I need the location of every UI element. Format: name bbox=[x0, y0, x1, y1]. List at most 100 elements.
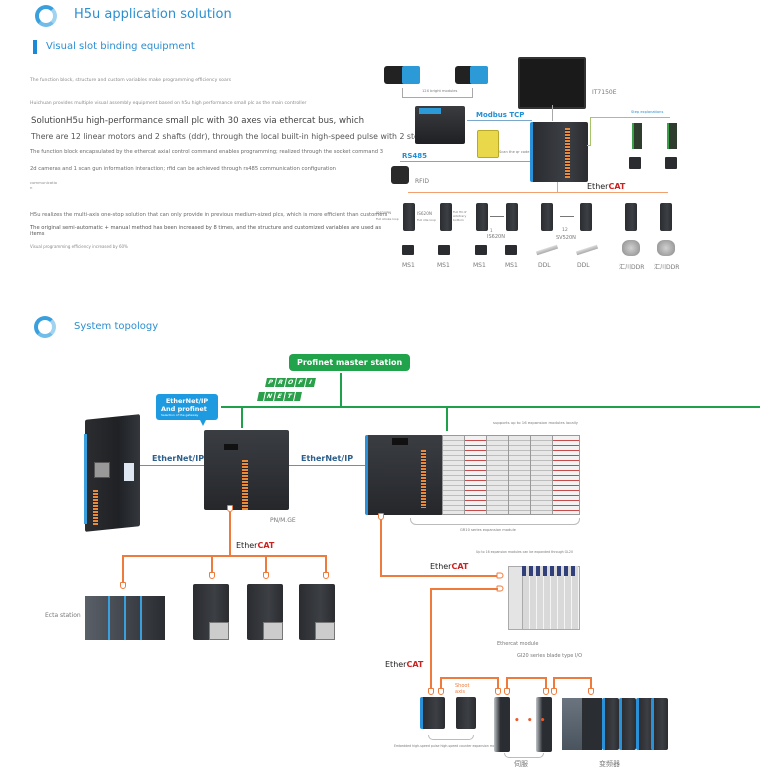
group-a-dash bbox=[490, 216, 504, 217]
step-motor-2 bbox=[665, 157, 677, 169]
ethercat-logo-4: EtherCAT bbox=[385, 660, 423, 669]
controller-ports bbox=[94, 462, 110, 478]
camera-bracket-left bbox=[402, 88, 403, 98]
profinet-master-station: Profinet master station bbox=[289, 354, 411, 371]
chain-plug-7 bbox=[588, 688, 594, 695]
chain-seg-2b bbox=[506, 677, 546, 679]
servo3-plug bbox=[323, 572, 329, 579]
vfd-module-3 bbox=[636, 698, 653, 750]
group-a-label: IS620N bbox=[487, 234, 505, 240]
ecta-accent-2 bbox=[124, 596, 126, 640]
camera-bracket-bottom bbox=[402, 97, 473, 98]
chain-plug-4 bbox=[504, 688, 510, 695]
camera-label: 12X bright modules bbox=[422, 89, 458, 93]
industrial-pc-panel bbox=[419, 108, 441, 114]
step-driver-1 bbox=[632, 123, 642, 149]
bubble-line-1: EtherNet/IP bbox=[165, 397, 209, 405]
modbus-line bbox=[467, 120, 532, 121]
step-label: Step explanations bbox=[631, 110, 664, 114]
bubble-line-3: Selection of the gateway bbox=[161, 413, 199, 417]
load-label-8: 汇川DDR bbox=[654, 264, 680, 271]
ecta-accent-3 bbox=[140, 596, 142, 640]
chain-seg-3b bbox=[553, 677, 591, 679]
drive-6 bbox=[580, 203, 592, 231]
ethernetip-line-left bbox=[140, 465, 204, 466]
qr-scanner bbox=[477, 130, 499, 158]
plc-ethercat-h bbox=[380, 575, 498, 577]
drive-3-sub-label: Full fill of Arbitrary bottom bbox=[453, 210, 467, 222]
paragraph-7: n bbox=[30, 185, 33, 190]
ethercat-logo-3: EtherCAT bbox=[430, 562, 468, 571]
chain-seg-1a bbox=[440, 677, 442, 689]
ecta-accent-1 bbox=[108, 596, 110, 640]
scanner-label: Scan the qr code gun bbox=[499, 150, 538, 154]
chain-plug-5 bbox=[543, 688, 549, 695]
camera-1-body bbox=[402, 66, 420, 84]
controller-label-plate bbox=[124, 463, 134, 481]
paragraph-9: The original semi-automatic + manual met… bbox=[30, 225, 382, 231]
profinet-letter: I bbox=[305, 378, 316, 387]
group-b-count: 12 bbox=[562, 228, 568, 233]
drive-5 bbox=[541, 203, 553, 231]
h5u-terminals bbox=[565, 128, 570, 178]
servo2-plug bbox=[263, 572, 269, 579]
ethercat-suffix: CAT bbox=[451, 562, 469, 571]
vfd-module-1 bbox=[602, 698, 619, 750]
gateway-ethercat-bus bbox=[122, 555, 327, 557]
rfid-reader bbox=[391, 166, 409, 184]
chain-plug-6 bbox=[551, 688, 557, 695]
profinet-logo-top: P R O F I bbox=[265, 378, 316, 387]
chain-seg-2c bbox=[545, 677, 547, 689]
blade-out-drop bbox=[430, 588, 432, 688]
rs485-line bbox=[400, 161, 530, 162]
paragraph-10: items bbox=[30, 231, 45, 237]
bubble-line-2: And profinet bbox=[161, 405, 207, 413]
plc-ethercat-drop bbox=[380, 520, 382, 576]
profinet-letter bbox=[294, 392, 302, 401]
section-title-h5u: H5u application solution bbox=[74, 7, 232, 22]
chain-seg-1c bbox=[497, 677, 499, 689]
expansion-module-1 bbox=[442, 435, 466, 515]
load-linear-2 bbox=[575, 244, 599, 256]
blade-label: GI20 series blade type I/O bbox=[517, 653, 583, 659]
rs485-label: RS485 bbox=[402, 152, 428, 160]
camera-bracket-right bbox=[472, 88, 473, 98]
lower-servo-1 bbox=[494, 697, 510, 752]
paragraph-5: 2d cameras and 1 scan gun information in… bbox=[30, 166, 336, 172]
vfd-module-2 bbox=[619, 698, 636, 750]
drive-2-sub-label: Full idle loop bbox=[417, 218, 436, 222]
controller-accent bbox=[84, 434, 87, 524]
hmi-line bbox=[552, 105, 553, 121]
expansion-bracket bbox=[410, 518, 580, 525]
drive-7 bbox=[625, 203, 637, 231]
servo1-plug bbox=[209, 572, 215, 579]
ethercat-logo-2: EtherCAT bbox=[236, 541, 274, 550]
ethercat-suffix: CAT bbox=[608, 182, 626, 191]
expansion-module-4 bbox=[508, 435, 532, 515]
ethernetip-label-left: EtherNet/IP bbox=[152, 454, 205, 463]
load-label-4: MS1 bbox=[505, 262, 518, 269]
servo-motor-3 bbox=[315, 622, 335, 640]
main-plc-ethercat-plug bbox=[378, 513, 384, 520]
ethercat-prefix: Ether bbox=[236, 541, 258, 550]
paragraph-4: The function block encapsulated by the e… bbox=[30, 149, 384, 155]
paragraph-1: Huichuan provides multiple visual assemb… bbox=[30, 101, 307, 106]
vfd-panel bbox=[582, 698, 602, 750]
bubble-pointer bbox=[199, 418, 207, 426]
highspeed-bracket bbox=[428, 735, 474, 740]
paragraph-8: H5u realizes the multi-axis one-stop sol… bbox=[30, 212, 388, 218]
drive-1-sub-label: Full stroke loop bbox=[376, 217, 399, 221]
drive-2-side-label: IS620N bbox=[417, 211, 433, 216]
subtitle-accent-bar bbox=[33, 40, 37, 54]
expansion-module-6 bbox=[552, 435, 580, 515]
chain-seg-1b bbox=[440, 677, 498, 679]
paragraph-2: SolutionH5u high-performance small plc w… bbox=[31, 116, 365, 126]
main-plc bbox=[365, 435, 443, 515]
blade-io-tops bbox=[522, 566, 578, 576]
load-ddr-1 bbox=[622, 240, 640, 256]
drive-1 bbox=[403, 203, 415, 231]
group-b-dash bbox=[560, 216, 574, 217]
load-motor-1 bbox=[402, 245, 414, 255]
paragraph-3: There are 12 linear motors and 2 shafts … bbox=[31, 132, 431, 141]
load-motor-4 bbox=[505, 245, 517, 255]
